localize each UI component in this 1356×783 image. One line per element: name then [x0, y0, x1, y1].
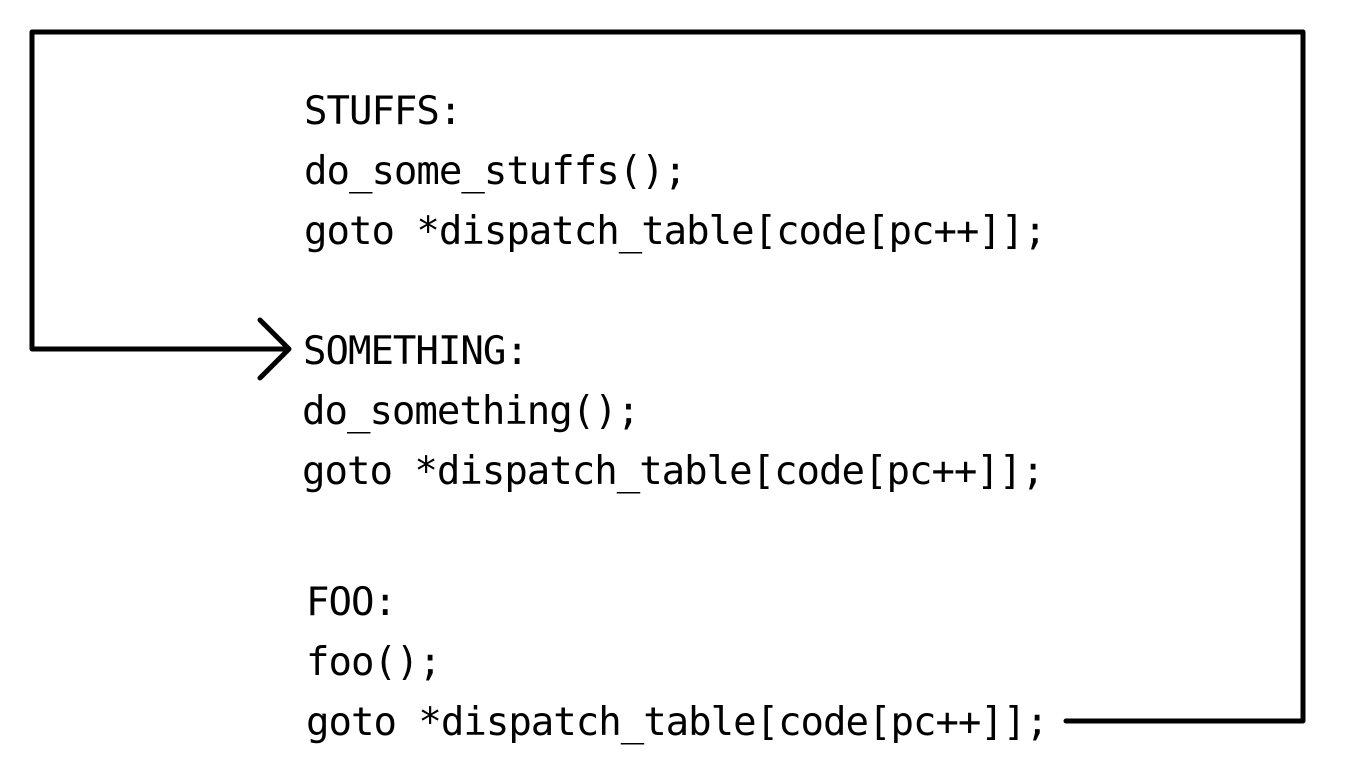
block-call-foo: foo();: [306, 640, 442, 685]
block-call-stuffs: do_some_stuffs();: [304, 149, 687, 194]
block-dispatch-stuffs: goto *dispatch_table[code[pc++]];: [304, 209, 1047, 254]
block-dispatch-foo: goto *dispatch_table[code[pc++]];: [306, 700, 1049, 745]
block-call-something: do_something();: [302, 389, 640, 434]
block-dispatch-something: goto *dispatch_table[code[pc++]];: [302, 449, 1045, 494]
block-label-stuffs: STUFFS:: [304, 89, 462, 134]
dispatch-loop-line: [29, 29, 1306, 724]
block-label-foo: FOO:: [306, 580, 397, 625]
arrow-right-icon: [257, 317, 292, 381]
block-label-something: SOMETHING:: [303, 329, 529, 374]
